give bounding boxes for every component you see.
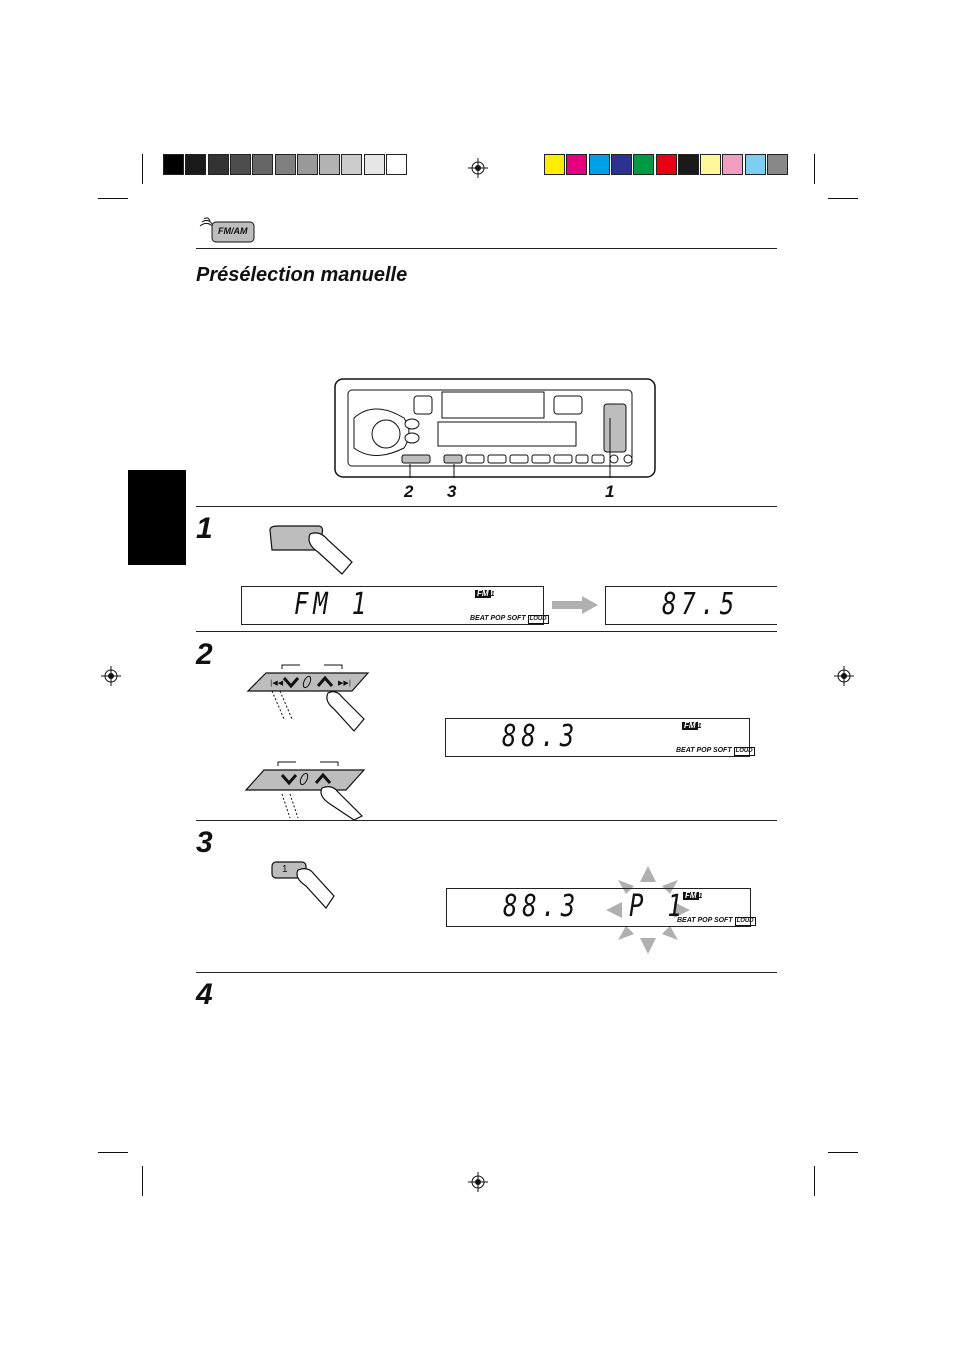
section-title: Présélection manuelle bbox=[196, 264, 408, 286]
svg-text:|◀◀: |◀◀ bbox=[270, 679, 284, 687]
lcd-frequency-text: 87.5 bbox=[662, 587, 739, 622]
color-swatch bbox=[341, 154, 363, 175]
sound-mode-indicator: BEAT POP SOFT LOUD bbox=[676, 747, 755, 756]
registration-mark-icon bbox=[468, 158, 488, 178]
color-swatch bbox=[566, 154, 588, 175]
color-swatch bbox=[633, 154, 655, 175]
color-swatch bbox=[722, 154, 744, 175]
color-swatch bbox=[544, 154, 565, 175]
color-swatch bbox=[386, 154, 407, 175]
callout-1: 1 bbox=[605, 482, 615, 501]
color-swatch bbox=[744, 154, 766, 175]
color-swatch bbox=[677, 154, 699, 175]
registration-mark-icon bbox=[468, 1172, 488, 1192]
step-rule bbox=[196, 972, 777, 973]
preset-button-label: 1 bbox=[282, 864, 288, 875]
svg-text:▶▶|: ▶▶| bbox=[338, 679, 351, 687]
lcd-frequency-text: 88.3 bbox=[503, 889, 580, 924]
sound-mode-indicator: BEAT POP SOFT LOUD bbox=[677, 917, 756, 926]
callout-2: 2 bbox=[404, 482, 414, 501]
color-swatch bbox=[252, 154, 274, 175]
sound-mode-indicator: BEAT POP SOFT LOUD bbox=[470, 615, 549, 624]
lcd-frequency-text: 88.3 bbox=[502, 719, 579, 754]
lcd-preset-text: P 1 bbox=[629, 889, 687, 924]
color-swatch bbox=[363, 154, 385, 175]
language-tab bbox=[128, 470, 186, 565]
color-swatch bbox=[610, 154, 632, 175]
registration-mark-icon bbox=[834, 666, 854, 686]
color-swatch bbox=[274, 154, 296, 175]
registration-mark-icon bbox=[101, 666, 121, 686]
color-swatch bbox=[767, 154, 788, 175]
crop-mark bbox=[828, 1152, 858, 1153]
color-swatch bbox=[588, 154, 610, 175]
color-swatch bbox=[319, 154, 341, 175]
lcd-main-text: FM 1 bbox=[294, 587, 371, 622]
preset-arrows-press-illustration bbox=[244, 760, 368, 821]
crop-mark bbox=[828, 198, 858, 199]
step-number-4: 4 bbox=[196, 978, 213, 1011]
crop-mark bbox=[142, 154, 143, 184]
header-rule bbox=[196, 248, 777, 249]
color-swatch bbox=[296, 154, 318, 175]
crop-mark bbox=[814, 154, 815, 184]
callout-3: 3 bbox=[447, 482, 457, 501]
color-swatch bbox=[229, 154, 251, 175]
preset-button-press-illustration: 1 bbox=[270, 858, 340, 914]
color-swatch bbox=[207, 154, 229, 175]
step-rule bbox=[196, 631, 777, 632]
band-button-press-illustration bbox=[266, 522, 362, 576]
step-number-3: 3 bbox=[196, 826, 213, 859]
color-swatch bbox=[700, 154, 722, 175]
step-rule bbox=[196, 506, 777, 507]
color-swatch bbox=[655, 154, 677, 175]
radio-front-panel bbox=[334, 378, 656, 490]
step-number-1: 1 bbox=[196, 512, 213, 545]
crop-mark bbox=[814, 1166, 815, 1196]
arrow-right-icon bbox=[552, 596, 598, 614]
blink-burst-icon bbox=[606, 866, 690, 954]
fm-am-icon: FM/AM bbox=[198, 216, 258, 246]
step-rule bbox=[196, 820, 777, 821]
step-number-2: 2 bbox=[196, 638, 213, 671]
color-swatch bbox=[163, 154, 184, 175]
crop-mark bbox=[98, 198, 128, 199]
tuning-buttons-press-illustration: |◀◀ ▶▶| bbox=[244, 663, 374, 735]
lcd-display-frequency: 87.5 bbox=[605, 586, 777, 625]
crop-mark bbox=[142, 1166, 143, 1196]
crop-mark bbox=[98, 1152, 128, 1153]
color-swatch bbox=[185, 154, 207, 175]
fm-am-label: FM/AM bbox=[218, 226, 248, 236]
